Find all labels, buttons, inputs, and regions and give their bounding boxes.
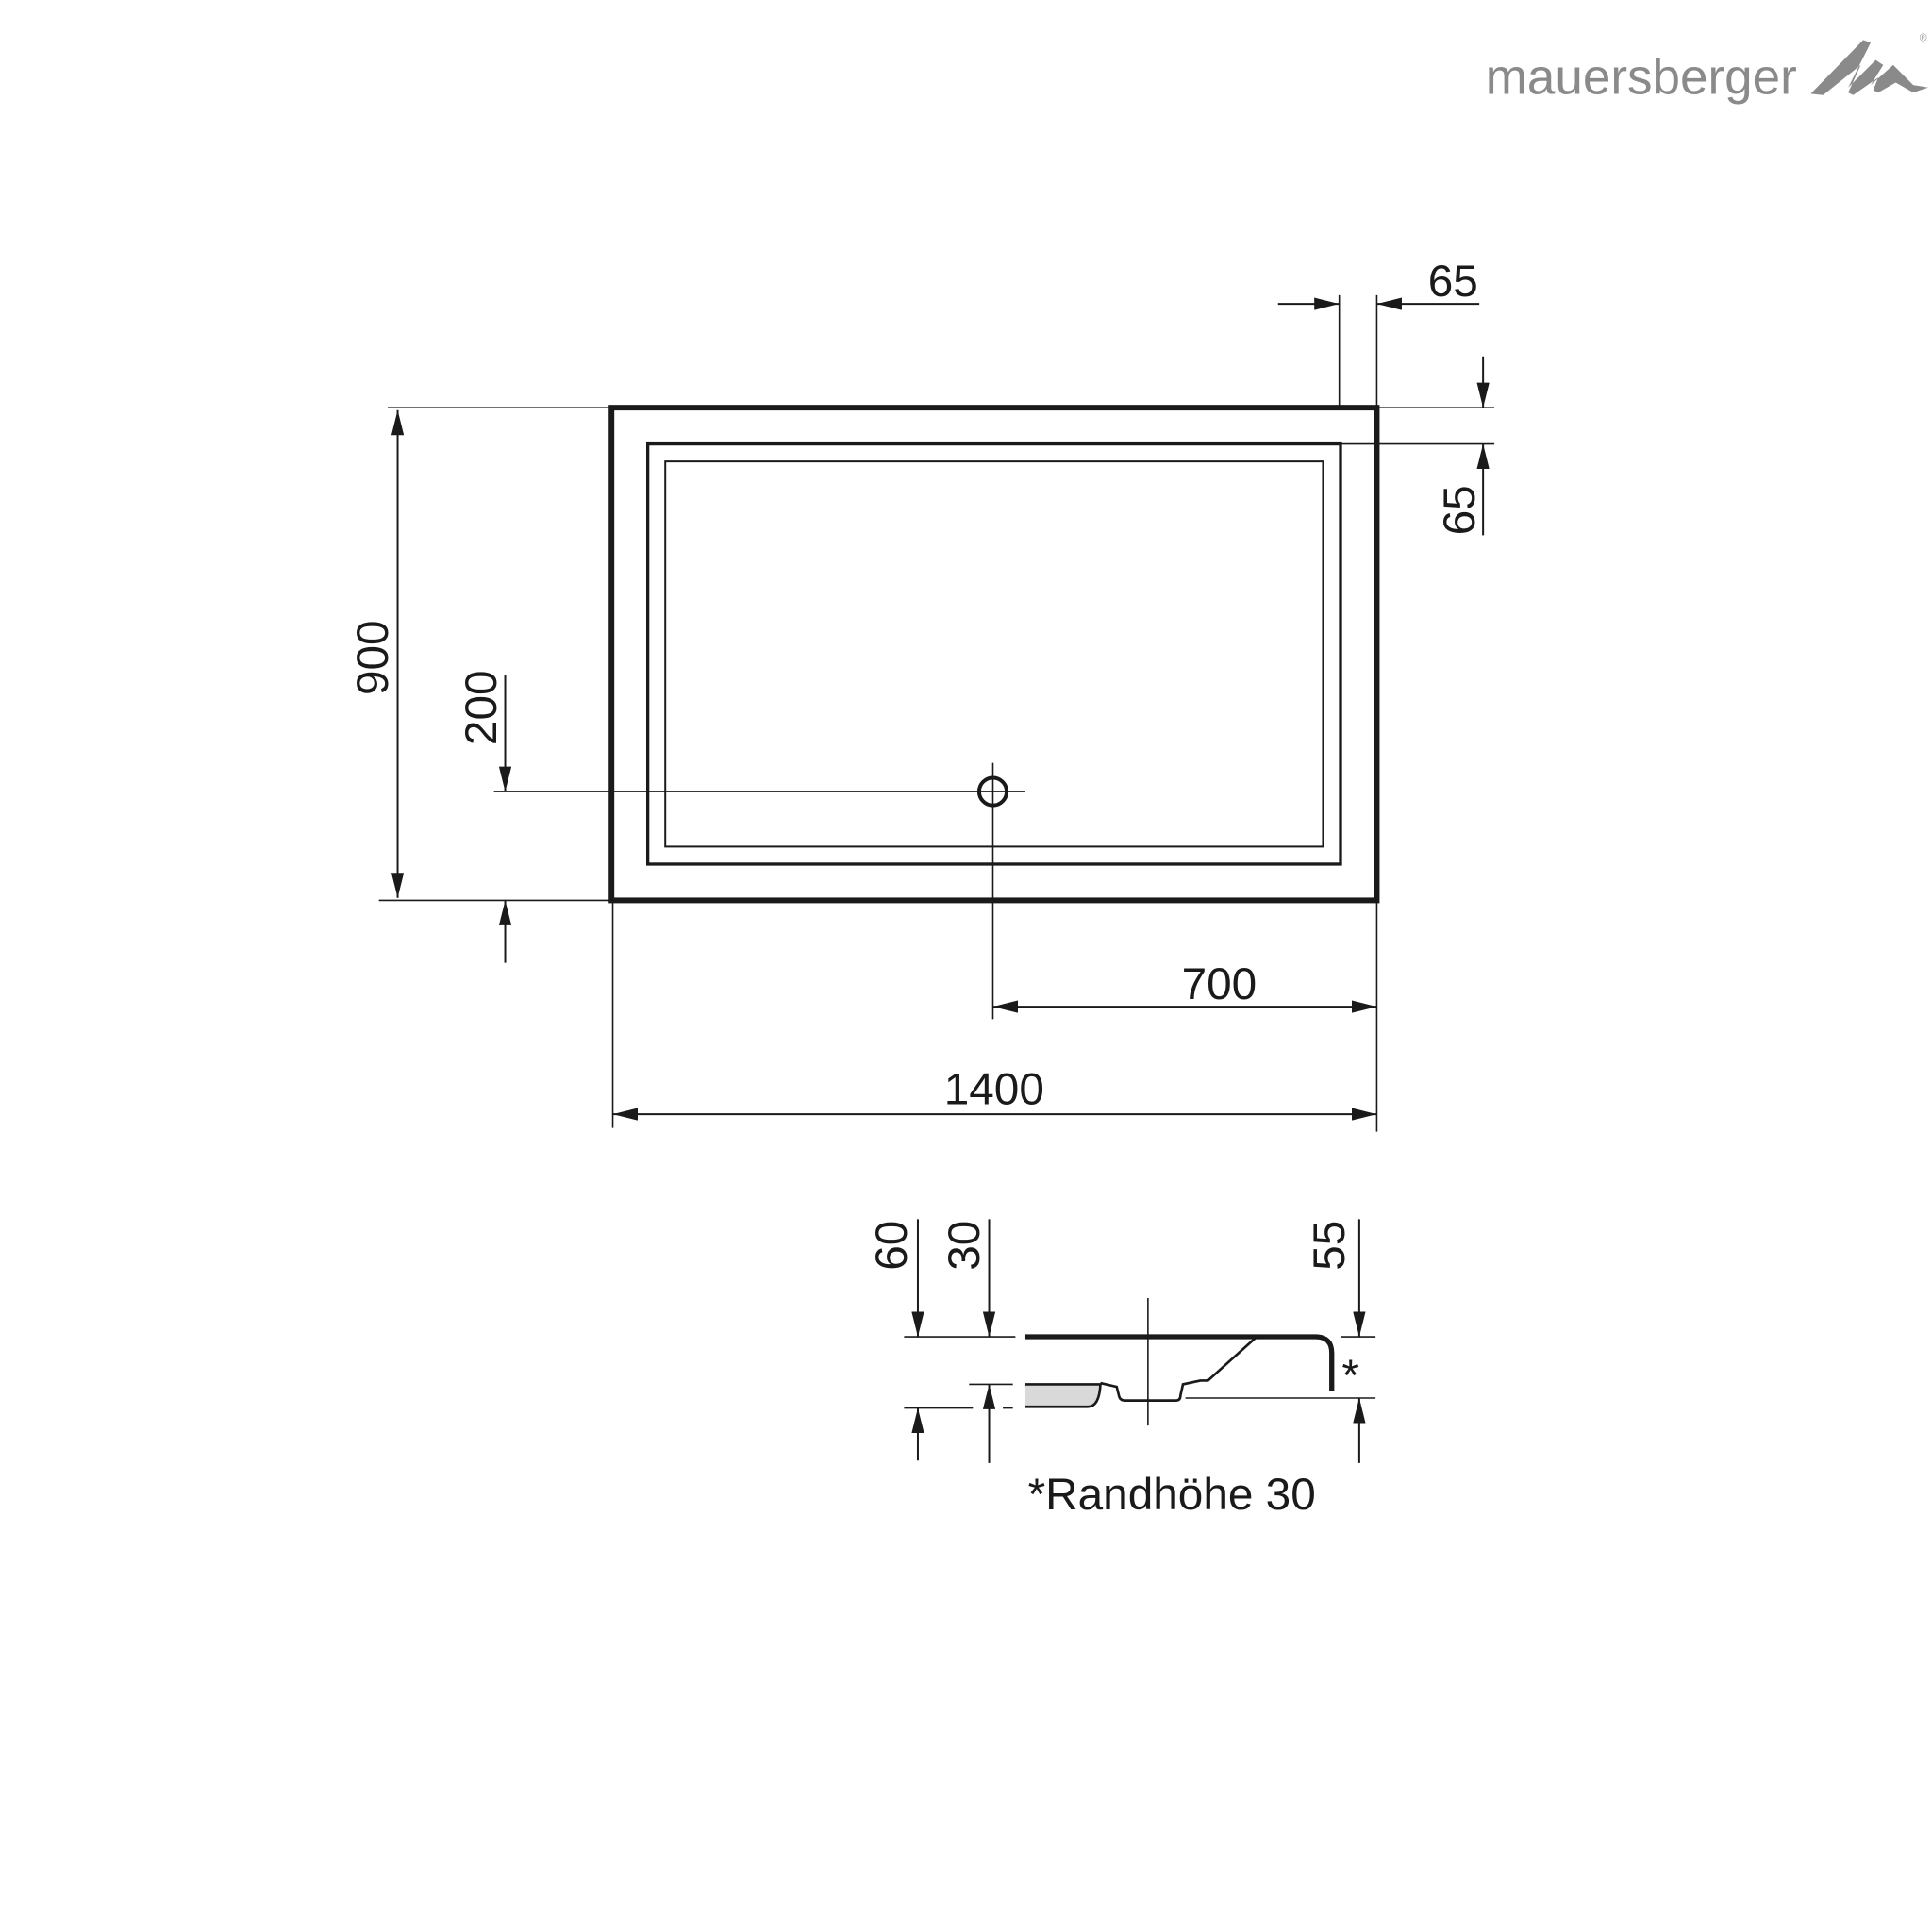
section-profile [1100, 1336, 1258, 1402]
logo-m-mark-icon [1810, 40, 1929, 95]
dim-200-label: 200 [457, 670, 507, 745]
tray-rim-inner [645, 441, 1342, 866]
plan-view [378, 294, 1495, 1132]
registered-mark: ® [1920, 33, 1927, 44]
dim-30-label: 30 [940, 1221, 990, 1271]
dim-55-label: 55 [1305, 1221, 1355, 1271]
tray-outline [608, 405, 1380, 904]
logo-text: mauersberger [1486, 49, 1797, 105]
section-grey-fill [1024, 1384, 1101, 1407]
tray-floor [664, 460, 1324, 848]
dim-65-side-label: 65 [1435, 485, 1485, 535]
section-view [904, 1219, 1376, 1463]
section-rim [1024, 1334, 1335, 1391]
asterisk-mark: * [1341, 1351, 1359, 1401]
brand-logo: mauersberger ® [1486, 33, 1929, 105]
rim-height-note: *Randhöhe 30 [1028, 1470, 1316, 1520]
dim-900-label: 900 [348, 620, 398, 695]
dim-1400-label: 1400 [944, 1064, 1044, 1114]
dim-60-label: 60 [867, 1221, 917, 1271]
dim-65-top-label: 65 [1428, 257, 1478, 307]
dim-700-label: 700 [1182, 959, 1257, 1009]
